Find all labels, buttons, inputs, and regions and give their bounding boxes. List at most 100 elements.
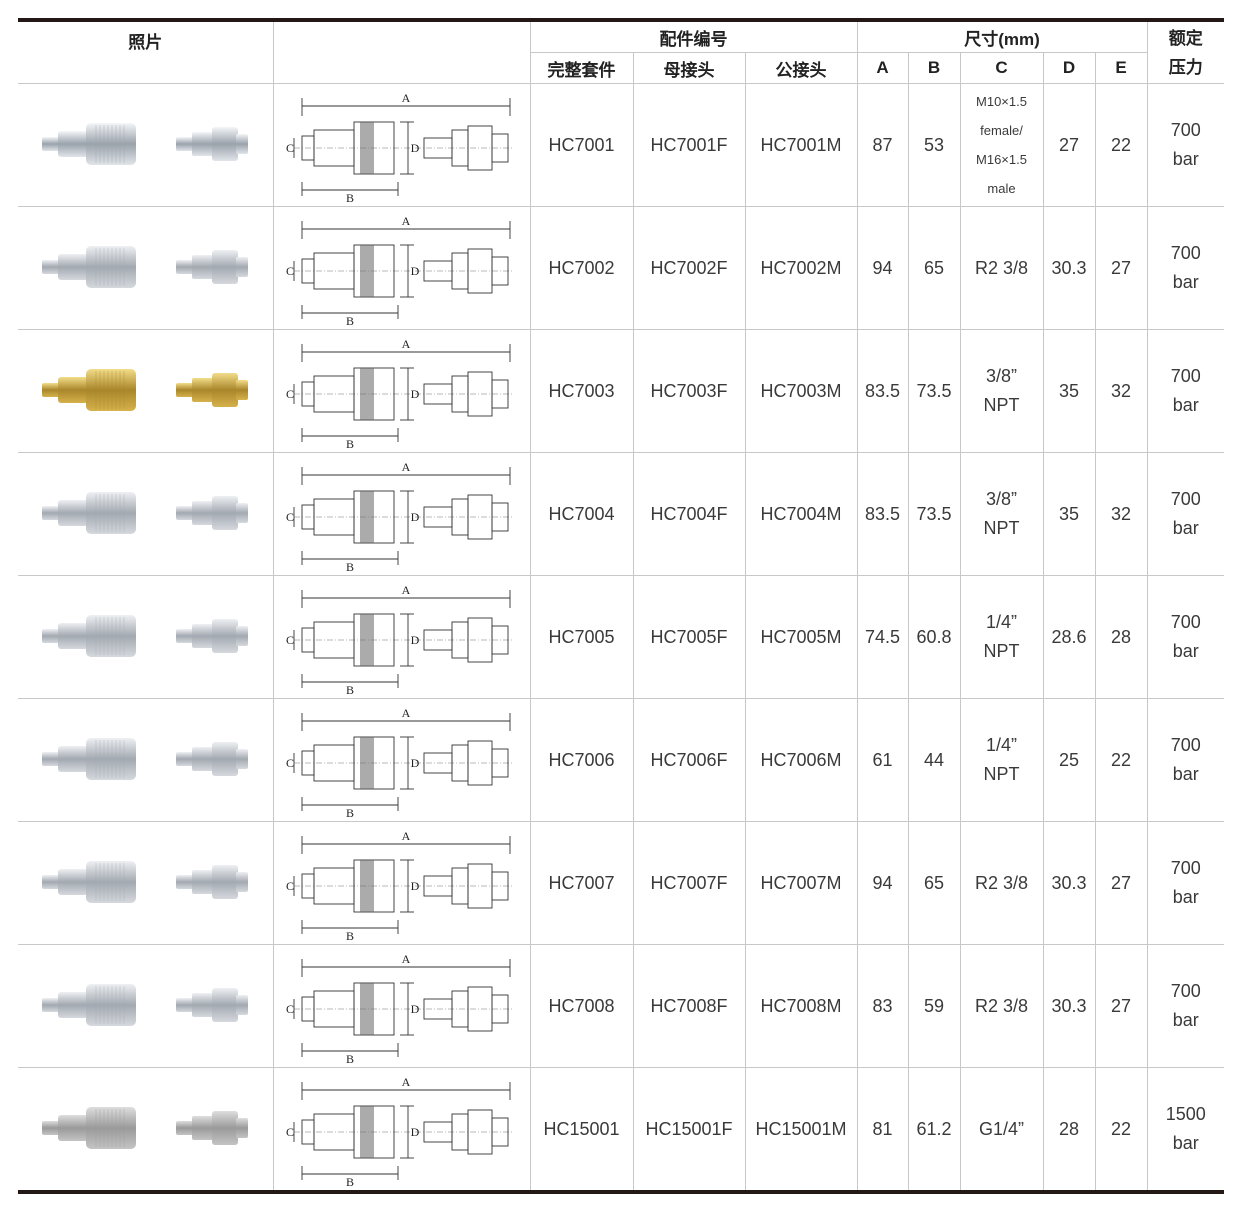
dim-c-line: G1/4” <box>978 1118 1025 1139</box>
dim-b: 44 <box>907 698 961 822</box>
female-part-number: HC7006F <box>632 698 746 822</box>
dim-d: 30.3 <box>1042 944 1096 1068</box>
label-c: C <box>286 387 294 401</box>
label-c: C <box>286 1002 294 1016</box>
rated-pressure: 700 bar <box>1146 698 1224 822</box>
dim-d: 28.6 <box>1042 575 1096 699</box>
dim-d: 27 <box>1042 83 1096 207</box>
rated-pressure: 700 bar <box>1146 821 1224 945</box>
female-part-number: HC7003F <box>632 329 746 453</box>
dim-e: 27 <box>1094 821 1148 945</box>
dim-c: 1/4”NPT <box>959 575 1044 699</box>
rated-pressure-line: bar <box>1172 1010 1199 1030</box>
rated-pressure-line: 700 <box>1170 858 1201 878</box>
rated-pressure-line: 700 <box>1170 243 1201 263</box>
dim-c-line: NPT <box>983 395 1020 415</box>
label-c: C <box>286 879 294 893</box>
label-d: D <box>411 387 420 401</box>
rated-pressure-line: 700 <box>1170 489 1201 509</box>
rated-pressure-line: 700 <box>1170 735 1201 755</box>
dim-c-line: R2 3/8 <box>974 257 1029 278</box>
dim-c-line: 3/8” <box>985 366 1018 386</box>
header-pressure: 额定 压力 <box>1146 19 1224 84</box>
dim-c: 3/8” NPT <box>959 329 1044 453</box>
photo-cell <box>18 1067 274 1193</box>
dim-a: 83.5 <box>856 452 909 576</box>
dim-b: 61.2 <box>907 1067 961 1193</box>
dim-d: 30.3 <box>1042 821 1096 945</box>
dim-e: 22 <box>1094 1067 1148 1193</box>
dim-e: 28 <box>1094 575 1148 699</box>
dim-e: 27 <box>1094 944 1148 1068</box>
label-c: C <box>286 510 294 524</box>
coupling-photo <box>42 861 249 903</box>
male-part-number: HC15001M <box>744 1067 858 1193</box>
dim-c: R2 3/8 <box>959 944 1044 1068</box>
male-part-number: HC7002M <box>744 206 858 330</box>
dim-c: R2 3/8 <box>959 206 1044 330</box>
female-part-number: HC7005F <box>632 575 746 699</box>
dim-a: 83 <box>856 944 909 1068</box>
dim-c-line: R2 3/8 <box>974 872 1029 893</box>
dim-c-line: 1/4” <box>985 735 1018 755</box>
photo-cell <box>18 206 274 330</box>
dim-e: 22 <box>1094 698 1148 822</box>
dim-b: 59 <box>907 944 961 1068</box>
label-b: B <box>346 314 354 327</box>
dim-c-line: 3/8” <box>985 489 1018 509</box>
dim-a: 83.5 <box>856 329 909 453</box>
photo-cell <box>18 329 274 453</box>
dim-c-line: M10×1.5 <box>976 94 1027 109</box>
rated-pressure-line: bar <box>1172 764 1199 784</box>
dim-b: 73.5 <box>907 329 961 453</box>
header-size: 尺寸(mm) <box>856 19 1148 53</box>
label-b: B <box>346 806 354 819</box>
dim-a: 81 <box>856 1067 909 1193</box>
photo-cell <box>18 944 274 1068</box>
dim-d: 25 <box>1042 698 1096 822</box>
dim-c-line: R2 3/8 <box>974 995 1029 1016</box>
dim-a: 94 <box>856 206 909 330</box>
label-d: D <box>411 141 420 155</box>
coupling-photo <box>42 984 249 1026</box>
label-b: B <box>346 929 354 942</box>
rated-pressure-line: bar <box>1172 641 1199 661</box>
coupling-photo <box>42 738 249 780</box>
rated-pressure-line: 700 <box>1170 120 1201 140</box>
female-part-number: HC7004F <box>632 452 746 576</box>
male-part-number: HC7004M <box>744 452 858 576</box>
photo-cell <box>18 575 274 699</box>
dim-c-line: male <box>987 181 1016 196</box>
male-part-number: HC7005M <box>744 575 858 699</box>
full-set-part-number: HC7005 <box>529 575 634 699</box>
rated-pressure-line: bar <box>1172 887 1199 907</box>
full-set-part-number: HC7007 <box>529 821 634 945</box>
header-male: 公接头 <box>744 52 858 84</box>
dim-c: G1/4” <box>959 1067 1044 1193</box>
coupling-photo <box>42 492 249 534</box>
dim-b: 53 <box>907 83 961 207</box>
header-dim-d: D <box>1042 52 1096 84</box>
label-d: D <box>411 1125 420 1139</box>
female-part-number: HC15001F <box>632 1067 746 1193</box>
full-set-part-number: HC7006 <box>529 698 634 822</box>
label-c: C <box>286 141 294 155</box>
rated-pressure-line: 700 <box>1170 981 1201 1001</box>
label-a: A <box>402 214 411 228</box>
full-set-part-number: HC7001 <box>529 83 634 207</box>
